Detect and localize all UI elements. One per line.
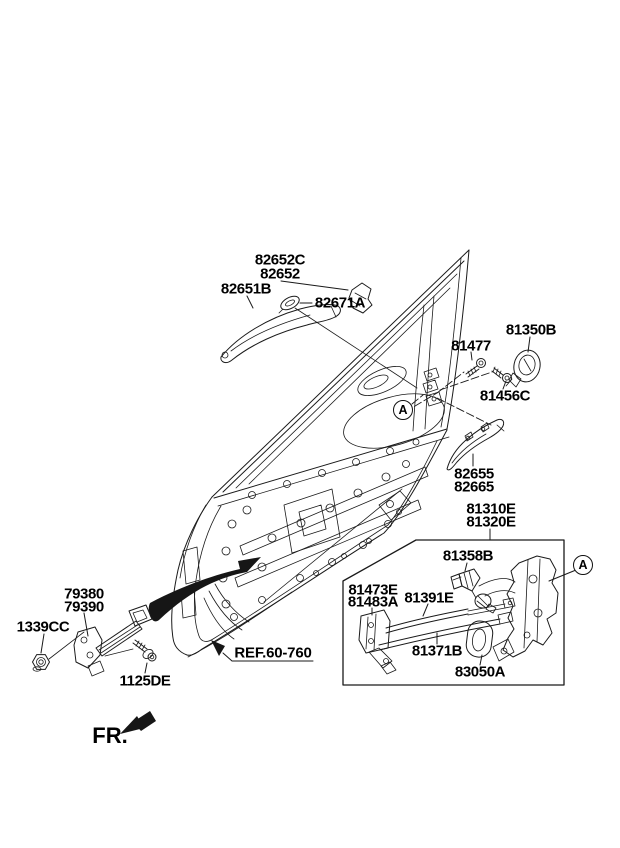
outside-handle-82651b [220, 304, 341, 364]
handle-base-82655 [446, 418, 505, 471]
nut-1339cc [32, 654, 50, 672]
part-label-81483a: 81483A [347, 593, 399, 611]
part-label-79380: 79380 [64, 585, 104, 603]
bolt-holes [218, 438, 420, 621]
screw-81456c [491, 366, 512, 383]
door-inner-panel [193, 440, 438, 642]
part-label-81473e: 81473E [348, 581, 398, 599]
bolt-1125de [132, 639, 157, 662]
door-outline [171, 429, 448, 656]
grommet-83050a [465, 620, 494, 658]
screw-81477 [465, 358, 486, 378]
ref-leader-arrow [211, 640, 314, 662]
part-label-81371b: 81371B [411, 642, 463, 660]
fr-arrow-icon [120, 711, 156, 734]
part-label-81477: 81477 [451, 337, 491, 355]
part-label-82651b: 82651B [220, 280, 272, 298]
detail-box [342, 539, 565, 686]
door-checker-79380 [73, 604, 153, 677]
fr-direction-label: FR. [92, 723, 128, 748]
part-label-82665: 82665 [454, 478, 494, 496]
part-label-82652: 82652 [260, 265, 300, 283]
mirror-mount-oval [343, 393, 445, 449]
part-label-81456c: 81456C [479, 387, 531, 405]
cable-81371b [378, 611, 514, 651]
part-label-83050a: 83050A [454, 663, 506, 681]
part-label-1125de: 1125DE [119, 672, 171, 690]
part-label-81391e: 81391E [404, 589, 454, 607]
detail-marker-door: A [393, 400, 413, 420]
part-label-81350b: 81350B [505, 321, 557, 339]
part-label-82671a: 82671A [314, 294, 366, 312]
latch-assembly-81310e [492, 555, 559, 662]
inside-handle-base-81473e [358, 609, 397, 675]
door-panel [171, 249, 470, 658]
part-label-79390: 79390 [64, 598, 104, 616]
window-frame [211, 249, 470, 498]
reference-label: REF.60-760 [234, 644, 312, 662]
swoosh-arrow [148, 557, 261, 622]
detail-marker-box: A [573, 555, 593, 575]
connector-81358b [450, 568, 516, 614]
cable-81391e [385, 597, 516, 634]
part-label-82652c: 82652C [254, 251, 306, 269]
lock-cylinder-81350b [505, 349, 541, 388]
part-label-81320e: 81320E [466, 513, 516, 531]
handle-pad-82671a [278, 295, 300, 314]
part-label-1339cc: 1339CC [16, 618, 70, 636]
part-label-81358b: 81358B [442, 547, 494, 565]
part-label-82655: 82655 [454, 465, 494, 483]
handle-cap-82652 [348, 282, 373, 314]
leader-lines [40, 280, 577, 674]
part-label-81310e: 81310E [466, 500, 516, 518]
